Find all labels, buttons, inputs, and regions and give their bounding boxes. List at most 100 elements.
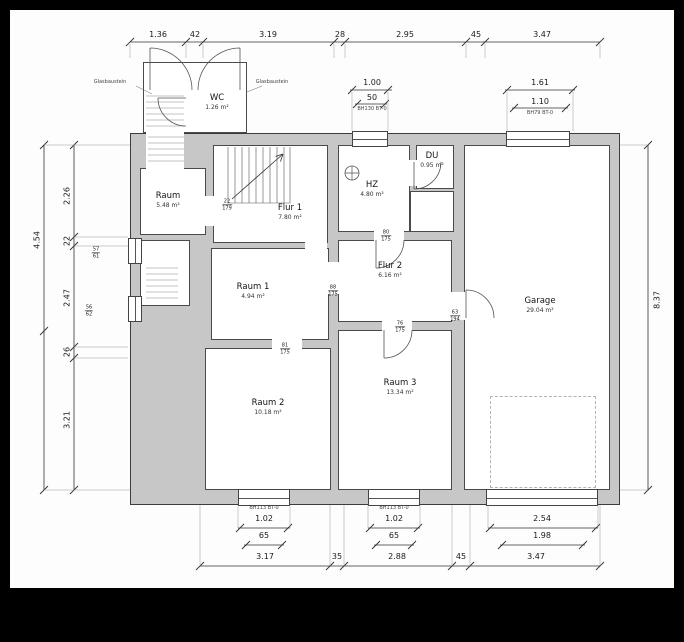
opening-width: 76: [395, 320, 405, 328]
window-left-lower: [128, 296, 142, 322]
dim-window-raum3-width: 1.02: [385, 514, 403, 523]
dim-top-4: 28: [334, 30, 346, 39]
dim-top-3: 3.19: [259, 30, 277, 39]
room-label-garage: Garage 29.04 m²: [524, 296, 555, 314]
window-hz-top: [352, 131, 388, 147]
door-opening-flur1-raum1: [305, 242, 327, 250]
opening-width: 88: [328, 284, 338, 292]
room-label-hz: HZ 4.80 m²: [360, 180, 384, 198]
dim-window-garage-inner: 1.10: [531, 97, 549, 106]
room-area: 6.16 m²: [378, 272, 402, 279]
room-label-raum: Raum 5.48 m²: [156, 191, 181, 209]
door-opening-du: [408, 160, 418, 186]
dim-left-total-upper: 4.54: [32, 231, 42, 249]
note-window-raum2: BH113 BT-0: [249, 505, 279, 511]
room-name: WC: [209, 93, 225, 103]
opening-height: 194: [450, 316, 460, 323]
dim-right-total: 8.37: [652, 291, 662, 309]
dim-top-1: 1.36: [149, 30, 167, 39]
dim-left-d: 26: [62, 346, 72, 358]
note-window-raum3: BH113 BT-0: [379, 505, 409, 511]
garage-door-swing-area: [490, 396, 596, 488]
opening-label-flur2-raum3: 76 175: [395, 320, 405, 334]
room-raum2: [205, 348, 331, 490]
dim-top-5: 2.95: [396, 30, 414, 39]
room-name: Raum: [155, 191, 181, 201]
room-area: 1.26 m²: [205, 104, 229, 111]
room-area: 0.95 m²: [420, 162, 444, 169]
dim-window-hz-inner: 50: [366, 93, 378, 102]
room-flur1: [213, 145, 328, 243]
window-garage-top: [506, 131, 570, 147]
stair-landing: [140, 240, 190, 306]
annotation-glasbaustein-right: Glasbaustein: [255, 79, 289, 85]
room-name: Raum 1: [236, 282, 270, 292]
note-window-garage: BH79 BT-0: [526, 110, 554, 116]
room-label-raum2: Raum 2 10.18 m²: [252, 398, 285, 416]
annotation-glasbaustein-left: Glasbaustein: [93, 79, 127, 85]
window-raum2-bottom: [238, 489, 290, 506]
room-label-flur1: Flur 1 7.80 m²: [278, 203, 302, 221]
opening-label-flur2-raum1: 88 175: [328, 284, 338, 298]
dim-window-raum2-width: 1.02: [255, 514, 273, 523]
dim-left-a: 2.26: [62, 187, 72, 205]
door-opening-raum-flur1: [204, 196, 215, 226]
opening-height: 61: [92, 253, 100, 260]
room-name: Flur 1: [277, 203, 303, 213]
dim-bottom-1: 3.17: [256, 552, 274, 561]
opening-height: 175: [280, 349, 290, 356]
dim-top-7: 3.47: [533, 30, 551, 39]
opening-label-hz-flur2: 80 175: [381, 229, 391, 243]
dim-left-c: 2.47: [62, 289, 72, 307]
room-area: 29.04 m²: [526, 307, 554, 314]
room-area: 13.34 m²: [386, 389, 414, 396]
room-label-raum3: Raum 3 13.34 m²: [384, 378, 417, 396]
opening-width: 57: [91, 246, 101, 254]
opening-label-window-left-upper: 57 61: [91, 246, 101, 260]
dim-bottom-5: 3.47: [527, 552, 545, 561]
room-name: Flur 2: [377, 261, 403, 271]
dim-left-e: 3.21: [62, 411, 72, 429]
dim-window-raum3-inner: 65: [388, 531, 400, 540]
dim-window-hz-width: 1.00: [363, 78, 381, 87]
room-name: Garage: [524, 296, 556, 306]
room-label-raum1: Raum 1 4.94 m²: [237, 282, 270, 300]
room-area: 4.80 m²: [360, 191, 384, 198]
opening-height: 175: [328, 291, 338, 298]
stair-passage: [146, 131, 184, 170]
window-raum3-bottom: [368, 489, 420, 506]
opening-width: 22: [222, 198, 232, 206]
room-area: 7.80 m²: [278, 214, 302, 221]
opening-width: 80: [381, 229, 391, 237]
room-hz-extension: [410, 191, 454, 232]
opening-width: 63: [450, 309, 460, 317]
room-area: 5.48 m²: [156, 202, 180, 209]
dim-top-2: 42: [189, 30, 201, 39]
room-name: Raum 3: [383, 378, 417, 388]
opening-height: 175: [395, 327, 405, 334]
opening-width: 56: [84, 304, 94, 312]
dim-garage-door-width: 2.54: [533, 514, 551, 523]
dim-window-raum2-inner: 65: [258, 531, 270, 540]
room-label-du: DU 0.95 m²: [420, 151, 444, 169]
dim-bottom-2: 35: [331, 552, 343, 561]
dim-left-b: 22: [62, 235, 72, 247]
room-name: Raum 2: [251, 398, 285, 408]
room-label-wc: WC 1.26 m²: [205, 93, 229, 111]
room-raum1: [211, 248, 329, 340]
opening-label-flur2-garage: 63 194: [450, 309, 460, 323]
note-window-hz: BH130 BT-0: [357, 106, 387, 112]
room-flur2: [338, 240, 452, 322]
dim-bottom-4: 45: [455, 552, 467, 561]
opening-label-window-left-lower: 56 62: [84, 304, 94, 318]
room-name: HZ: [365, 180, 379, 190]
room-name: DU: [425, 151, 439, 161]
opening-width: 81: [280, 342, 290, 350]
garage-door-opening: [486, 489, 598, 506]
room-area: 10.18 m²: [254, 409, 282, 416]
opening-label-raum1-raum2: 81 175: [280, 342, 290, 356]
dim-window-garage-width: 1.61: [531, 78, 549, 87]
room-label-flur2: Flur 2 6.16 m²: [378, 261, 402, 279]
room-area: 4.94 m²: [241, 293, 265, 300]
